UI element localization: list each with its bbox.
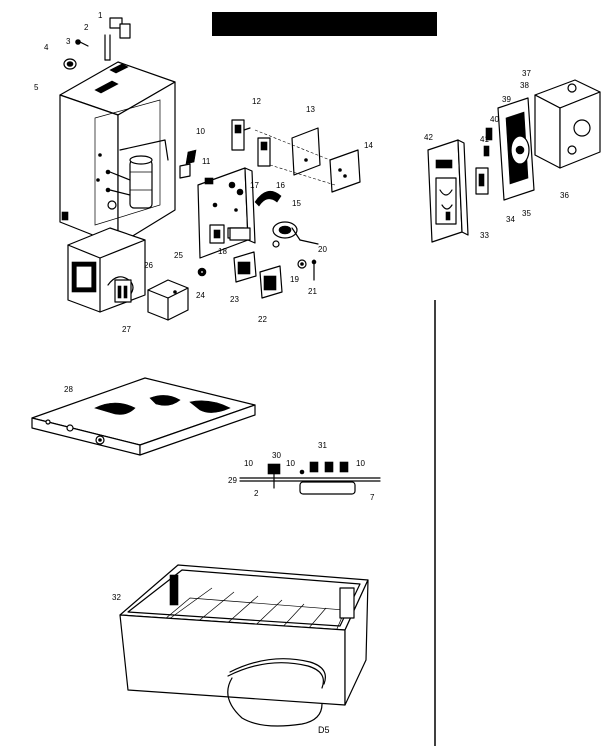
part-label-p37: 37	[522, 69, 531, 78]
part-label-p2: 2	[84, 23, 89, 32]
part-label-p22: 22	[258, 315, 267, 324]
part-label-p42: 42	[424, 133, 433, 142]
part-label-p20: 20	[318, 245, 327, 254]
float-assembly	[239, 461, 381, 495]
part-label-p35: 35	[522, 209, 531, 218]
humidistat-assembly	[427, 79, 601, 243]
title-bar	[212, 12, 437, 36]
parts-21-23	[233, 251, 317, 299]
part-label-p33: 33	[480, 231, 489, 240]
part-label-p10c: 10	[286, 459, 295, 468]
part-label-p40: 40	[490, 115, 499, 124]
part-label-p11: 11	[202, 157, 211, 166]
part-label-p7: 7	[370, 493, 375, 502]
part-label-p29: 29	[228, 476, 237, 485]
part-label-p39: 39	[502, 95, 511, 104]
switch-parts	[231, 119, 271, 167]
parts-1-4	[63, 17, 131, 70]
base-panel	[31, 377, 256, 456]
cabinet-assembly	[59, 61, 176, 246]
part-label-p15: 15	[292, 199, 301, 208]
transformer-part	[147, 279, 189, 321]
part-label-p26: 26	[144, 261, 153, 270]
part-label-p19: 19	[290, 275, 299, 284]
small-parts-15-20	[229, 188, 319, 269]
part-label-p10d: 10	[356, 459, 365, 468]
part-label-p17: 17	[250, 181, 259, 190]
part-label-p41: 41	[480, 135, 489, 144]
part-label-p12: 12	[252, 97, 261, 106]
part-label-p4: 4	[44, 43, 49, 52]
part-label-p30: 30	[272, 451, 281, 460]
part-label-p21: 21	[308, 287, 317, 296]
part-24	[197, 267, 207, 277]
part-label-p28: 28	[64, 385, 73, 394]
control-panel	[197, 167, 256, 259]
motor-assembly	[67, 227, 146, 313]
part-label-p32: 32	[112, 593, 121, 602]
parts-10-11	[179, 149, 197, 179]
part-label-p25: 25	[174, 251, 183, 260]
bracket-parts	[254, 127, 361, 193]
part-label-p24: 24	[196, 291, 205, 300]
water-pan	[119, 564, 369, 727]
part-label-p2b: 2	[254, 489, 259, 498]
part-label-p27: 27	[122, 325, 131, 334]
part-label-p3: 3	[66, 37, 71, 46]
diagram-code: D5	[318, 725, 330, 735]
part-label-p13: 13	[306, 105, 315, 114]
part-label-p34: 34	[506, 215, 515, 224]
part-label-p16: 16	[276, 181, 285, 190]
part-label-p10b: 10	[244, 459, 253, 468]
part-label-p10a: 10	[196, 127, 205, 136]
part-label-p23: 23	[230, 295, 239, 304]
part-labels: 1234510111213141516171819202122232425262…	[34, 11, 569, 602]
part-label-p5: 5	[34, 83, 39, 92]
part-label-p1: 1	[98, 11, 103, 20]
part-label-p31: 31	[318, 441, 327, 450]
part-label-p36: 36	[560, 191, 569, 200]
part-label-p14: 14	[364, 141, 373, 150]
part-label-p18: 18	[218, 247, 227, 256]
part-label-p38: 38	[520, 81, 529, 90]
